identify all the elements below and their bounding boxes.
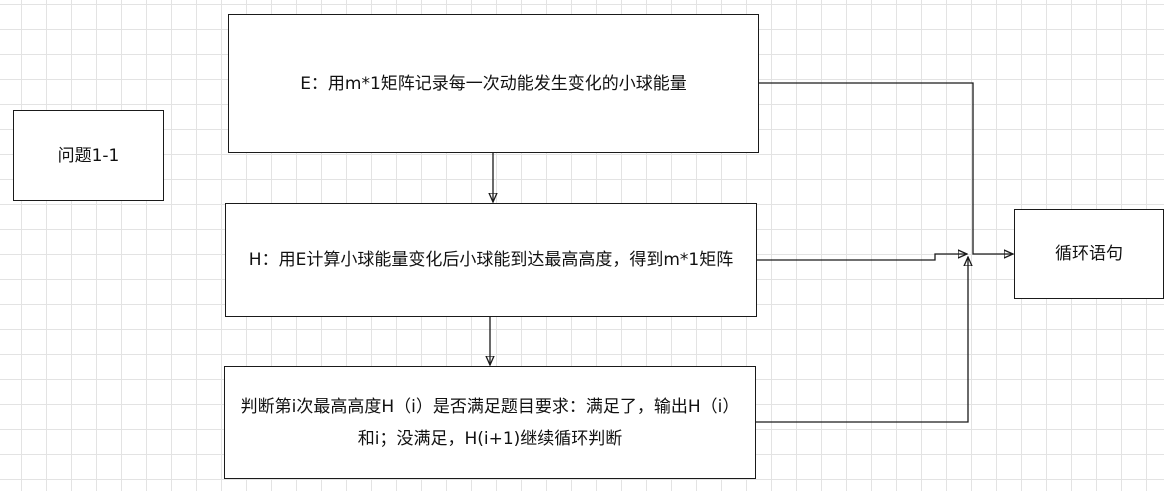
height-matrix-node[interactable]: H：用E计算小球能量变化后小球能到达最高高度，得到m*1矩阵 xyxy=(225,203,757,317)
energy-matrix-node[interactable]: E：用m*1矩阵记录每一次动能发生变化的小球能量 xyxy=(228,14,759,153)
energy-matrix-label: E：用m*1矩阵记录每一次动能发生变化的小球能量 xyxy=(300,73,687,94)
judgement-node[interactable]: 判断第i次最高高度H（i）是否满足题目要求：满足了，输出H（i）和i；没满足，H… xyxy=(224,366,756,479)
edge-judge-to-loop xyxy=(756,257,968,423)
edge-e-to-loop xyxy=(759,82,1013,254)
problem-node[interactable]: 问题1-1 xyxy=(13,110,164,201)
edge-h-to-loop xyxy=(757,254,967,261)
judgement-label: 判断第i次最高高度H（i）是否满足题目要求：满足了，输出H（i）和i；没满足，H… xyxy=(240,396,740,449)
loop-statement-label: 循环语句 xyxy=(1055,244,1123,264)
problem-label: 问题1-1 xyxy=(57,145,120,166)
loop-statement-node[interactable]: 循环语句 xyxy=(1014,209,1164,299)
height-matrix-label: H：用E计算小球能量变化后小球能到达最高高度，得到m*1矩阵 xyxy=(248,250,734,270)
